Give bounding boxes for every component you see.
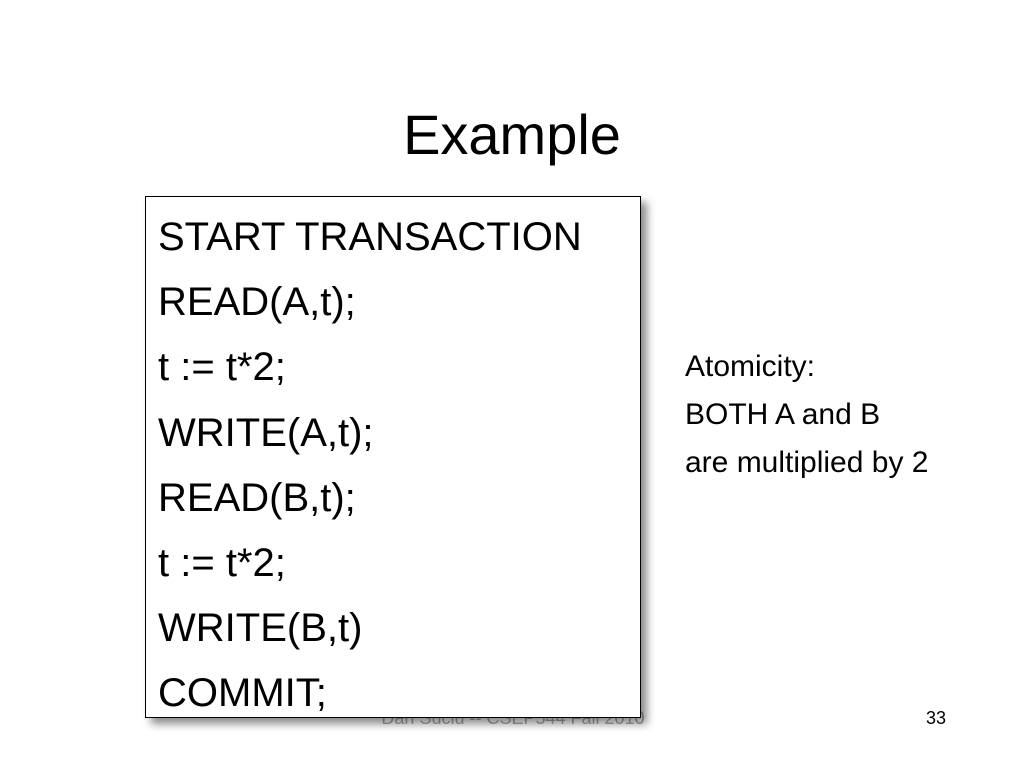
code-line-start-transaction: START TRANSACTION: [158, 215, 582, 259]
code-box: START TRANSACTION READ(A,t); t := t*2; W…: [145, 196, 641, 718]
code-line-write-a: WRITE(A,t);: [158, 410, 374, 455]
code-line-read-b: READ(B,t);: [158, 475, 356, 520]
code-line-double-t-2: t := t*2;: [158, 540, 286, 585]
note-line-heading: Atomicity:: [685, 350, 816, 383]
note-line-multiplied: are multiplied by 2: [685, 446, 929, 479]
code-lines: START TRANSACTION READ(A,t); t := t*2; W…: [158, 205, 582, 717]
atomicity-note: Atomicity: BOTH A and B are multiplied b…: [685, 343, 928, 487]
code-line-read-a: READ(A,t);: [158, 280, 356, 325]
code-line-commit: COMMIT;: [158, 671, 327, 716]
note-line-both: BOTH A and B: [685, 398, 881, 431]
slide-title: Example: [403, 103, 621, 166]
code-line-double-t-1: t := t*2;: [158, 345, 286, 390]
code-line-write-b: WRITE(B,t): [158, 606, 363, 651]
slide-number: 33: [925, 708, 946, 728]
